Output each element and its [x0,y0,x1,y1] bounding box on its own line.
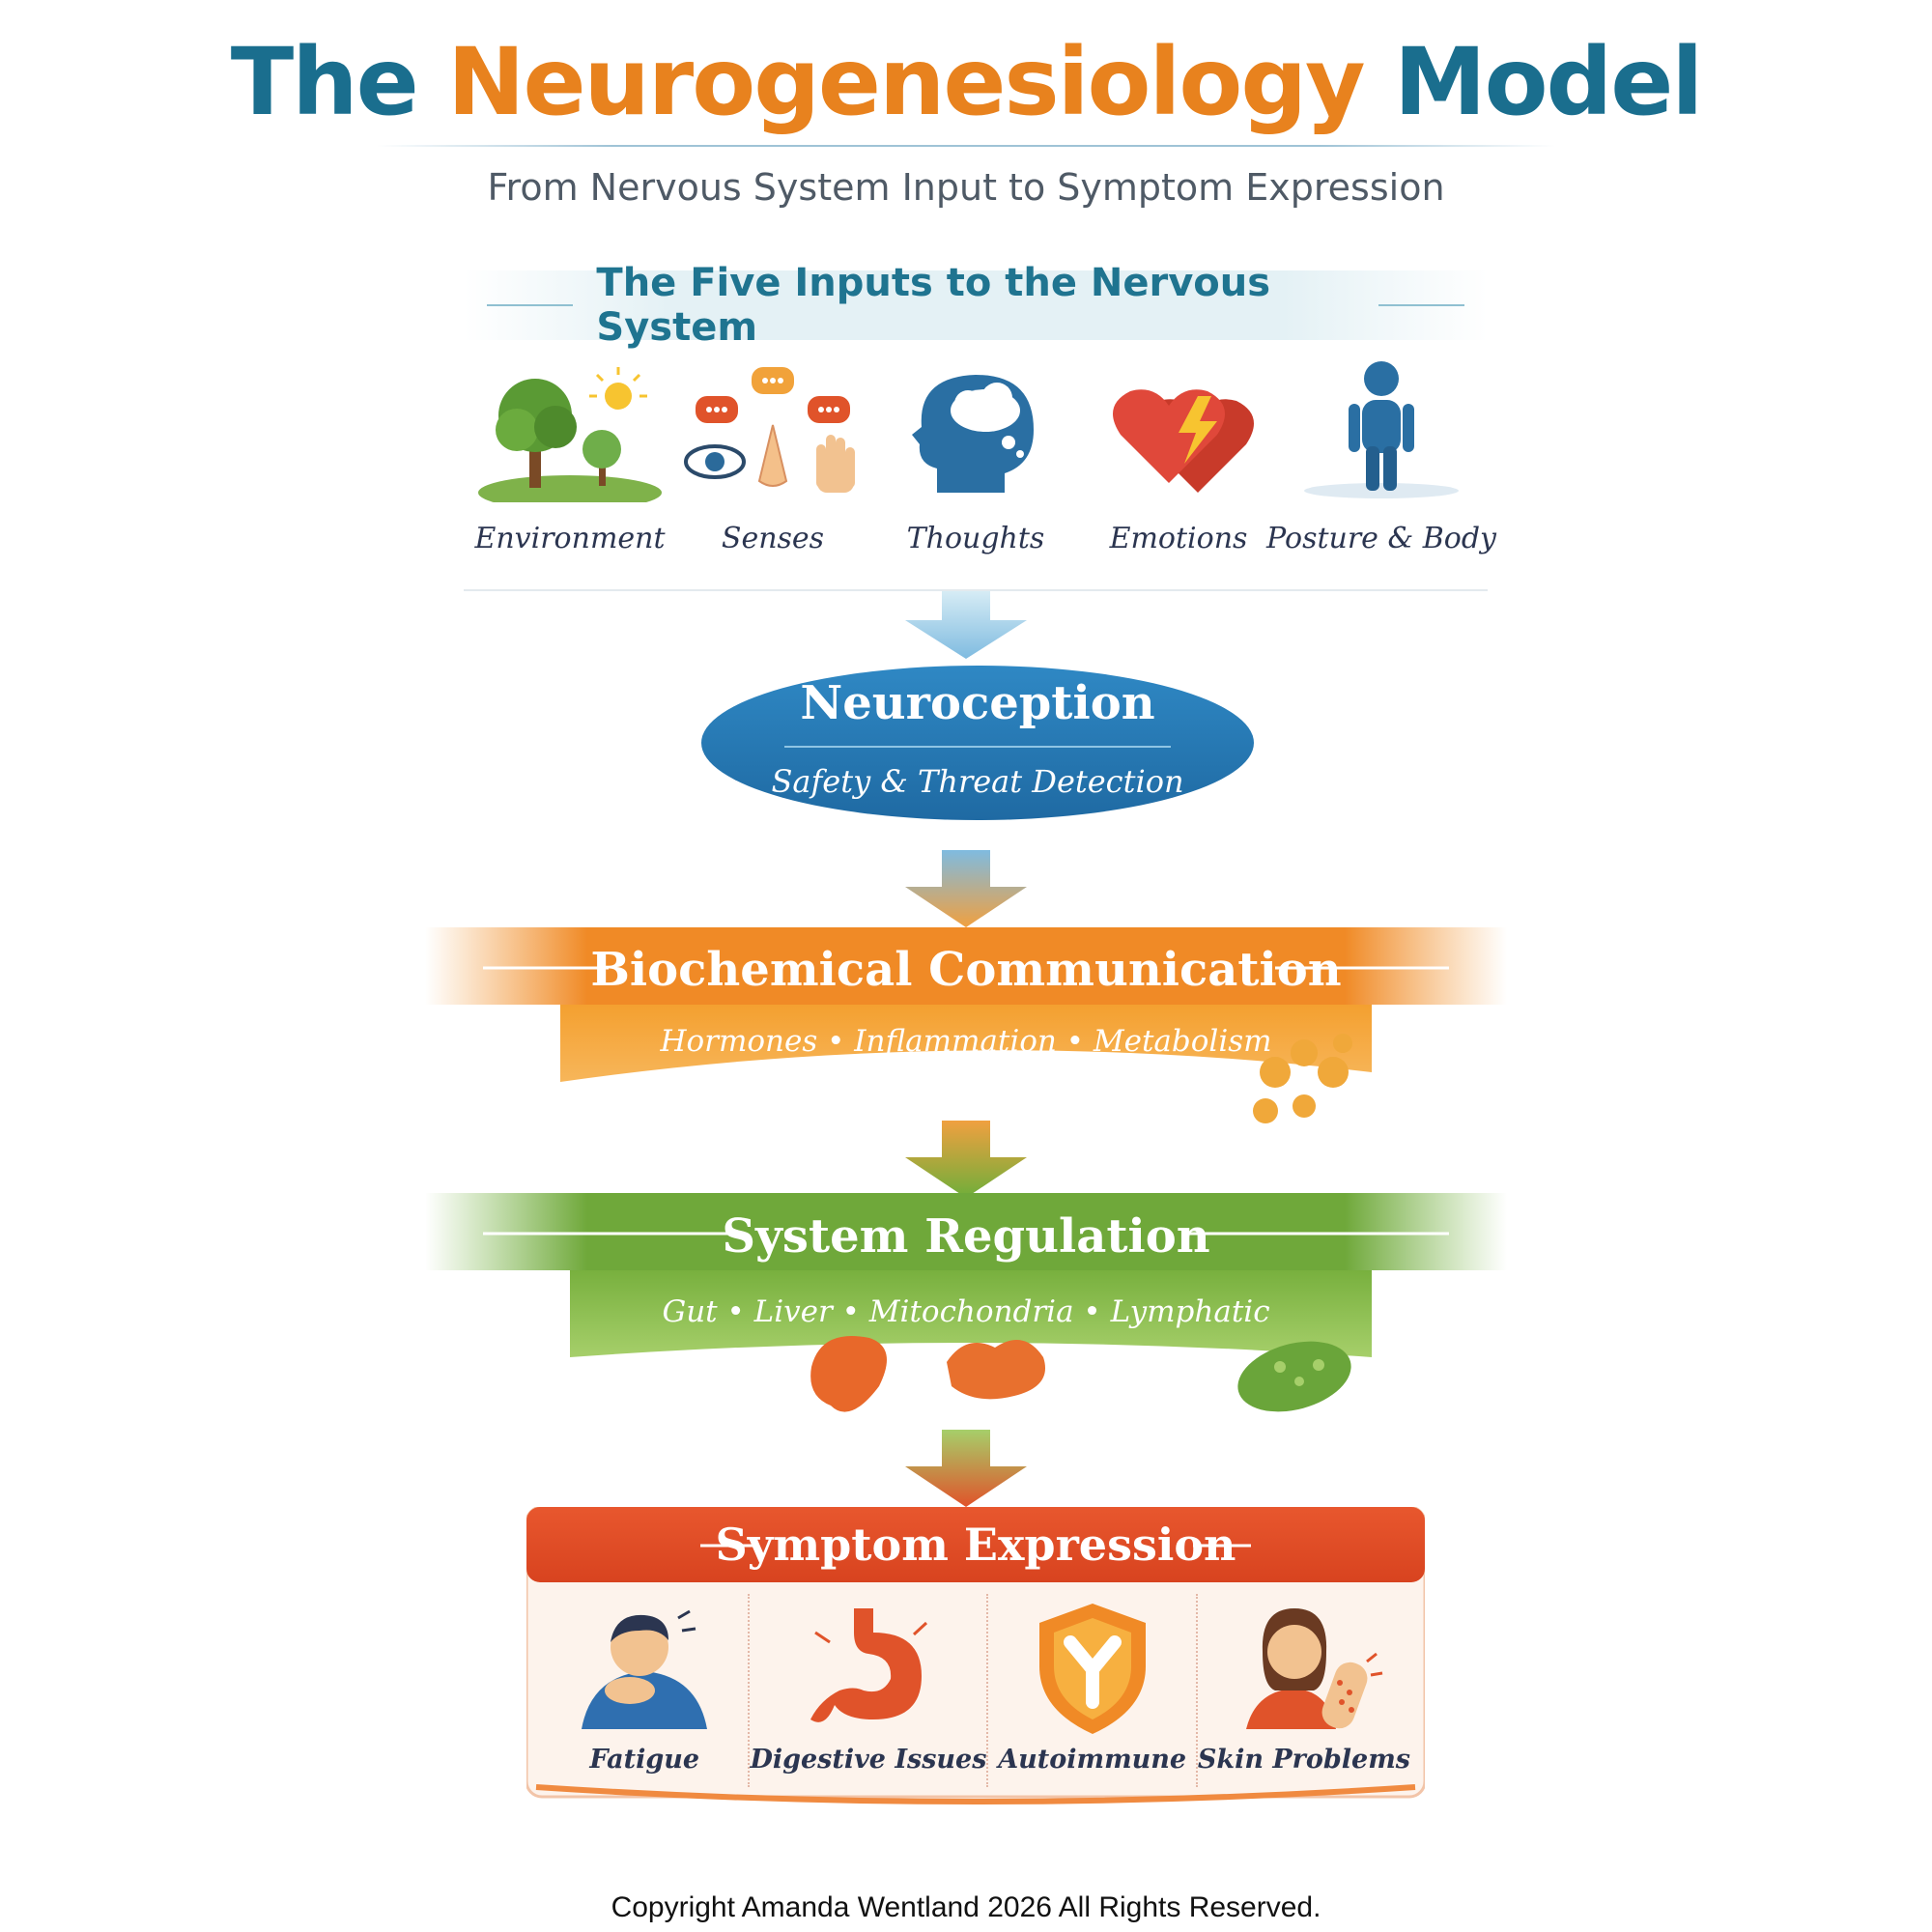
title-divider [377,145,1555,147]
hearts-bolt-icon [1113,389,1254,493]
input-emotions: Emotions [1082,357,1275,580]
biochemical-title: Biochemical Communication [590,943,1342,997]
symptom-label-autoimmune: Autoimmune [998,1745,1187,1775]
biochemical-subtitle: Hormones • Inflammation • Metabolism [660,1024,1272,1059]
flow-arrow-1 [903,591,1029,659]
inputs-heading-band: The Five Inputs to the Nervous System [464,261,1488,350]
inputs-heading: The Five Inputs to the Nervous System [596,261,1271,350]
input-senses: Senses [676,357,869,580]
symptoms-title: Symptom Expression [715,1519,1236,1571]
input-thoughts: Thoughts [879,357,1072,580]
input-environment: Environment [473,357,667,580]
symptom-autoimmune: Autoimmune [988,1594,1198,1787]
stomach-icon [810,1608,927,1722]
title-part-2: Neurogenesiology [447,28,1366,136]
symptom-label-skin: Skin Problems [1197,1745,1410,1775]
woman-rash-icon [1245,1608,1383,1729]
divider-left [487,304,574,306]
title-part-1: The [230,28,448,136]
symptom-fatigue: Fatigue [541,1594,751,1787]
input-posture: Posture & Body [1266,357,1496,580]
symptom-digestive: Digestive Issues [750,1594,989,1787]
symptom-panel [526,1507,1425,1804]
input-label-environment: Environment [474,522,666,555]
input-label-emotions: Emotions [1109,522,1248,555]
flow-arrow-4 [903,1430,1029,1507]
shield-antibody-icon [1038,1604,1146,1734]
symptom-label-fatigue: Fatigue [589,1745,700,1775]
page-subtitle: From Nervous System Input to Symptom Exp… [487,166,1445,209]
inputs-divider [464,589,1488,591]
tree-sun-icon [478,367,662,502]
input-label-posture: Posture & Body [1266,522,1496,555]
biochemical-band [425,927,1507,1123]
symptoms-row: Fatigue Digestive Issues Autoimmune Skin… [541,1594,1410,1787]
neuroception-oval [701,666,1254,820]
symptom-label-digestive: Digestive Issues [750,1745,987,1775]
regulation-band [425,1193,1507,1412]
eye-nose-hand-icon [684,367,855,493]
page-title: The Neurogenesiology Model [0,29,1932,135]
input-label-thoughts: Thoughts [906,522,1045,555]
inputs-row: Environment Senses Thoughts [473,357,1496,580]
symptom-skin: Skin Problems [1198,1594,1410,1787]
neuroception-subtitle: Safety & Threat Detection [771,763,1184,800]
divider-right [1378,304,1464,306]
person-figure-icon [1304,361,1459,498]
input-label-senses: Senses [721,522,825,555]
copyright-notice: Copyright Amanda Wentland 2026 All Right… [611,1891,1321,1923]
flow-arrow-3 [903,1121,1029,1198]
flow-arrow-2 [903,850,1029,927]
regulation-subtitle: Gut • Liver • Mitochondria • Lymphatic [662,1294,1270,1329]
title-part-3: Model [1363,28,1703,136]
tired-person-icon [582,1609,708,1729]
head-thought-icon [912,375,1034,493]
neuroception-title: Neuroception [800,676,1155,730]
regulation-title: System Regulation [722,1209,1210,1264]
